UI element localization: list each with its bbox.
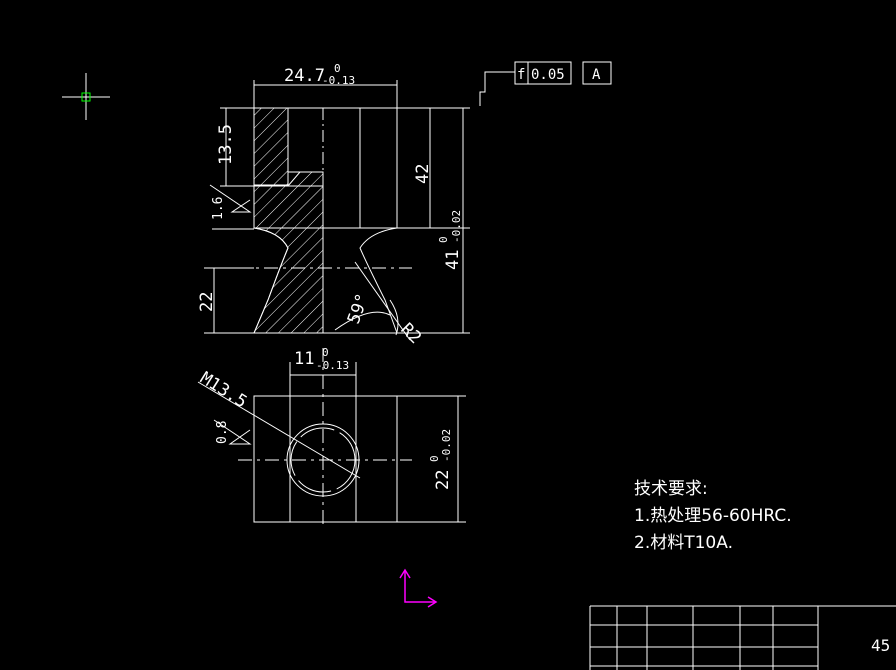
title-block <box>589 605 896 670</box>
dim-height-bottom-upper: 0 <box>428 455 441 462</box>
dim-height-total: 41 <box>443 250 463 270</box>
plan-view <box>197 348 466 528</box>
section-view <box>204 71 515 341</box>
dim-width-slot: 11 <box>294 349 314 369</box>
dim-height-upper: 13.5 <box>216 124 236 165</box>
dim-height-total-upper: 0 <box>437 236 450 243</box>
dim-thread: M13.5 <box>196 368 250 412</box>
dim-height-lower: 22 <box>197 292 217 312</box>
hatch-region-upper <box>253 107 289 186</box>
dim-width-top-lower: -0.13 <box>322 74 355 87</box>
roughness-top: 1.6 <box>211 197 226 220</box>
dim-width-slot-upper: 0 <box>322 346 329 359</box>
dim-height-total-lower: -0.02 <box>450 210 463 243</box>
dim-angle: 59° <box>344 291 373 327</box>
tech-requirements: 技术要求: 1.热处理56-60HRC. 2.材料T10A. <box>634 476 792 557</box>
dim-height-bottom-lower: -0.02 <box>440 429 453 462</box>
dim-width-slot-lower: -0.13 <box>316 359 349 372</box>
notes-title: 技术要求: <box>634 479 708 499</box>
dim-height-bore: 42 <box>413 164 433 184</box>
gdt-symbol: f <box>517 67 525 83</box>
dim-width-top: 24.7 <box>284 66 325 86</box>
dim-height-bottom: 22 <box>433 470 453 490</box>
gdt-tolerance: 0.05 <box>531 67 565 83</box>
notes-line-2: 2.材料T10A. <box>634 533 733 553</box>
roughness-bottom: 0.8 <box>215 421 230 444</box>
dim-radius: R2 <box>396 319 425 348</box>
title-block-number: 45 <box>871 636 891 655</box>
crosshair-cursor-icon <box>62 73 110 120</box>
gdt-datum: A <box>592 67 601 83</box>
dim-width-top-upper: 0 <box>334 62 341 75</box>
ucs-axis-icon <box>399 568 438 608</box>
notes-line-1: 1.热处理56-60HRC. <box>634 506 792 526</box>
gdt-frame <box>514 61 612 85</box>
